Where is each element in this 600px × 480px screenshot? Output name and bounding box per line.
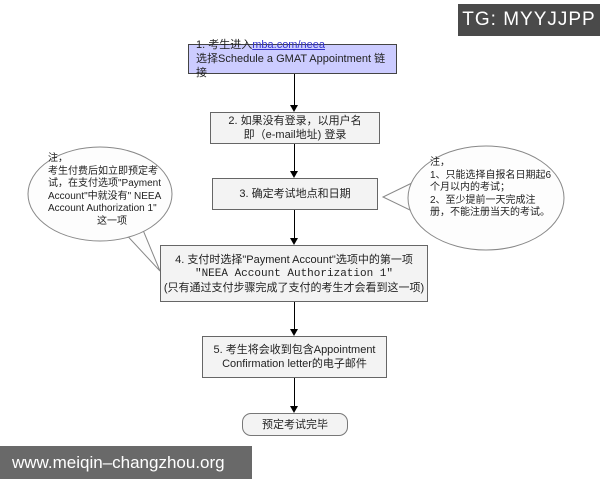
right-note-bubble	[381, 145, 565, 251]
arrowhead-down-icon	[290, 238, 298, 245]
flow-arrow-5	[290, 378, 299, 413]
flow-step-4-line2: "NEEA Account Authorization 1"	[194, 267, 394, 280]
flow-end-label: 预定考试完毕	[262, 418, 328, 431]
right-note-line: 个月以内的考试；	[430, 182, 510, 193]
mba-com-neea-link[interactable]: mba.com/neea	[252, 39, 325, 51]
flow-step-5: 5. 考生将会收到包含Appointment Confirmation lett…	[202, 336, 387, 378]
left-note-bubble	[27, 146, 173, 272]
left-note-text: 注， 考生付费后如立即预定考 试，在支付选项"Payment Account"中…	[48, 153, 176, 228]
right-note-line: 2、至少提前一天完成注	[430, 194, 536, 206]
flow-step-1-line1: 1. 考生进入mba.com/neea	[196, 38, 396, 52]
left-note-line: 试，在支付选项"Payment	[48, 178, 162, 189]
right-note-line: 1、只能选择自报名日期起6	[430, 169, 552, 181]
right-note-line: 注，	[430, 157, 450, 168]
flow-step-4-line3: (只有通过支付步骤完成了支付的考生才会看到这一项)	[163, 281, 425, 294]
flow-step-3: 3. 确定考试地点和日期	[212, 178, 378, 210]
arrowhead-down-icon	[290, 105, 298, 112]
flow-arrow-1	[290, 74, 299, 112]
arrowhead-down-icon	[290, 329, 298, 336]
flow-step-4: 4. 支付时选择"Payment Account"选项中的第一项 "NEEA A…	[160, 245, 428, 302]
flow-arrow-2	[290, 144, 299, 178]
flow-end-box: 预定考试完毕	[242, 413, 348, 436]
tg-badge: TG: MYYJJPP	[458, 4, 600, 36]
flow-step-5-line1: 5. 考生将会收到包含Appointment	[213, 344, 376, 356]
left-note-line: 考生付费后如立即预定考	[48, 165, 158, 177]
left-note-line: Account Authorization 1"	[48, 203, 157, 214]
flow-step-2: 2. 如果没有登录，以用户名 即（e-mail地址) 登录	[210, 112, 380, 144]
flow-step-2-line1: 2. 如果没有登录，以用户名	[228, 115, 362, 127]
right-note-text: 注， 1、只能选择自报名日期起6 个月以内的考试； 2、至少提前一天完成注 册，…	[430, 157, 562, 220]
arrowhead-down-icon	[290, 171, 298, 178]
arrowhead-down-icon	[290, 406, 298, 413]
flow-step-4-line1: 4. 支付时选择"Payment Account"选项中的第一项	[175, 253, 413, 266]
left-note-line: Account"中就没有" NEEA	[48, 190, 162, 202]
flow-arrow-4	[290, 302, 299, 336]
left-note-line: 这一项	[97, 215, 127, 227]
flow-step-5-line2: Confirmation letter的电子邮件	[222, 358, 367, 370]
watermark-bar: www.meiqin–changzhou.org	[0, 446, 252, 479]
left-note-line: 注，	[48, 153, 68, 164]
watermark-text: www.meiqin–changzhou.org	[12, 452, 225, 472]
tg-badge-text: TG: MYYJJPP	[462, 9, 596, 30]
flow-arrow-3	[290, 210, 299, 245]
flow-step-1: 1. 考生进入mba.com/neea 选择Schedule a GMAT Ap…	[188, 39, 397, 79]
flow-step-2-line2: 即（e-mail地址) 登录	[243, 129, 347, 141]
flow-step-3-line1: 3. 确定考试地点和日期	[239, 188, 351, 200]
flow-step-1-line2: 选择Schedule a GMAT Appointment 链接	[196, 53, 386, 79]
flow-step-1-prefix: 1. 考生进入	[196, 39, 253, 51]
right-note-line: 册，不能注册当天的考试。	[430, 207, 550, 218]
